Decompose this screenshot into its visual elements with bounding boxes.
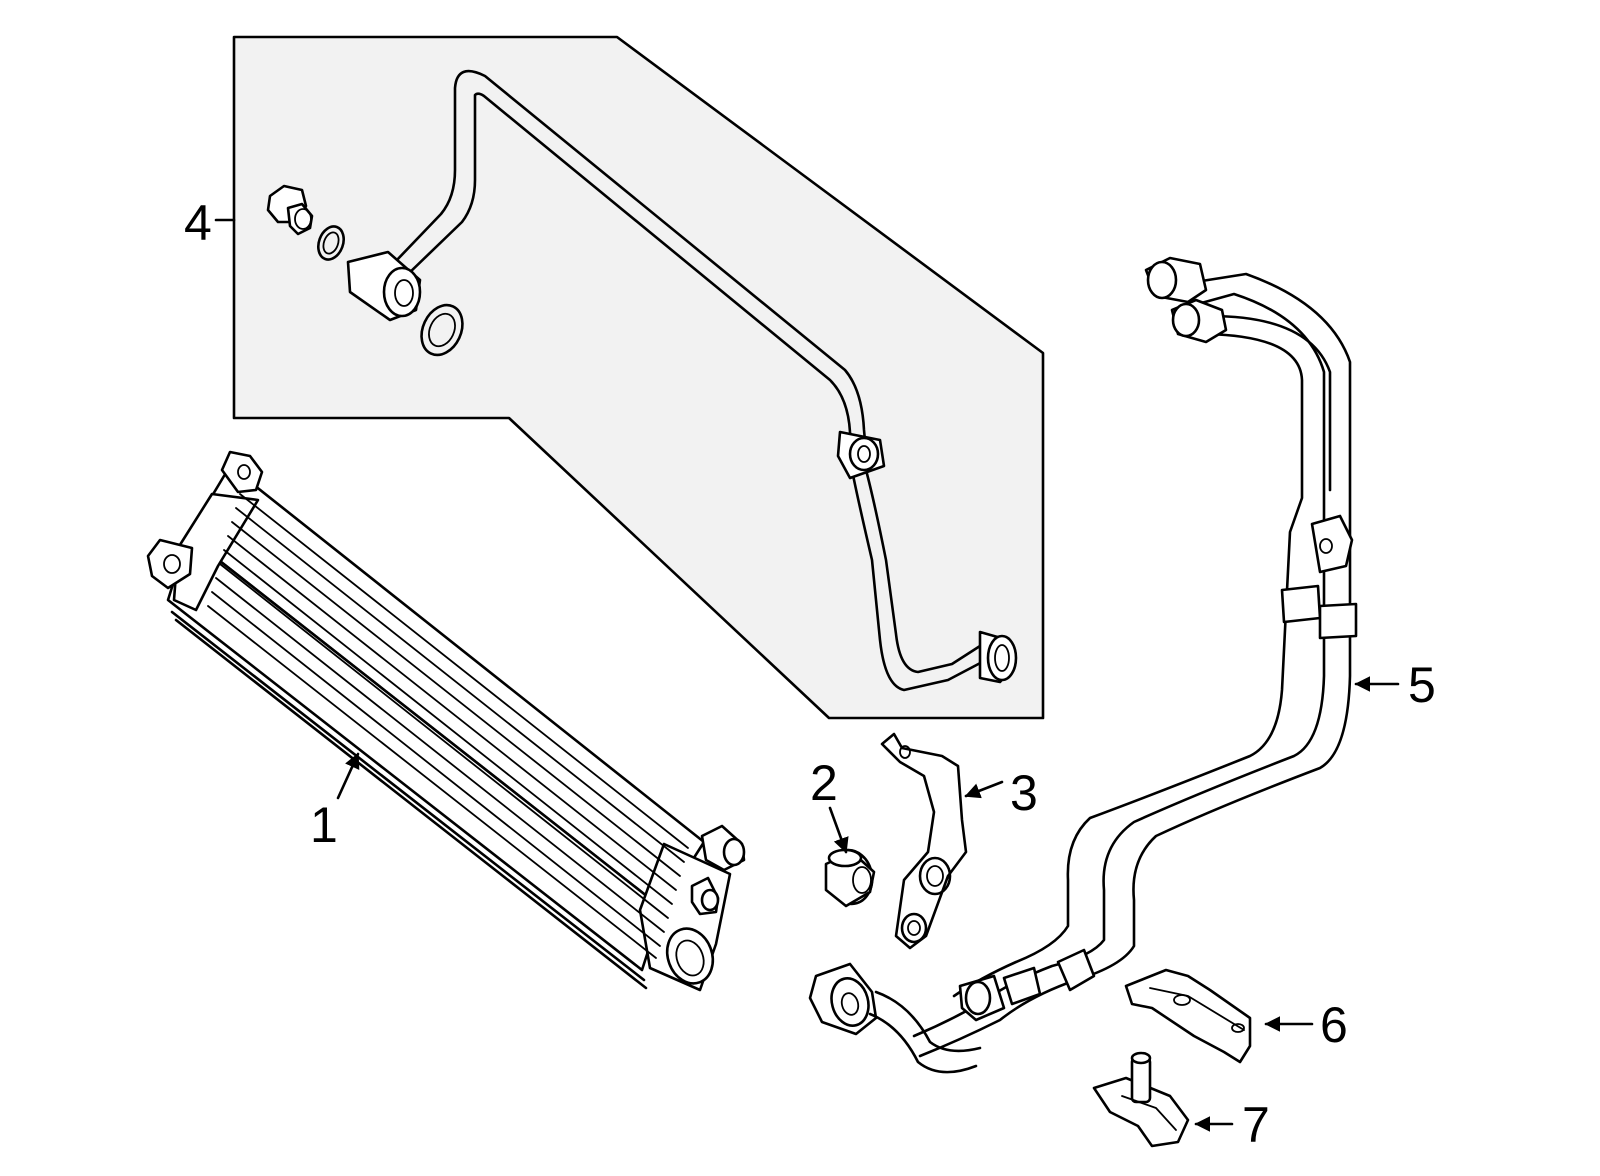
inset-panel-outline <box>232 35 1045 720</box>
cooler-left-tank <box>172 492 260 612</box>
leader-3 <box>964 780 1004 799</box>
cooler-left-bracket <box>146 538 194 590</box>
banjo-bolt <box>266 184 314 236</box>
callout-5: 5 <box>1408 657 1436 713</box>
line-clamp-collar-b <box>1318 602 1358 640</box>
oil-cooler-lines-part-5 <box>808 256 1358 1074</box>
leader-1 <box>336 752 360 800</box>
callout-4: 4 <box>184 195 212 251</box>
callout-6: 6 <box>1320 997 1348 1053</box>
stud-clip-part-7 <box>1092 1051 1190 1148</box>
cooler-top-mount <box>220 450 264 494</box>
seal-ring-large <box>420 303 464 357</box>
line-lower-collar-a <box>1056 948 1096 992</box>
clamp-part-6 <box>1124 968 1252 1064</box>
line-lower-collar-b <box>1002 966 1042 1006</box>
leader-2 <box>828 806 849 854</box>
cooler-fins <box>207 493 689 959</box>
callout-7: 7 <box>1242 1097 1270 1153</box>
inset-panel-part-4 <box>232 35 1045 720</box>
seal-ring-small <box>317 225 345 261</box>
callout-1: 1 <box>310 797 338 853</box>
oil-cooler-line-part-4 <box>346 69 1018 692</box>
grommet-part-2 <box>824 848 876 908</box>
oil-cooler-part-1 <box>146 450 746 992</box>
callout-2: 2 <box>810 755 838 811</box>
callout-3: 3 <box>1010 765 1038 821</box>
leader-lines <box>214 218 1400 1132</box>
bracket-part-3 <box>880 732 968 950</box>
line-clamp-collar-a <box>1280 584 1322 624</box>
